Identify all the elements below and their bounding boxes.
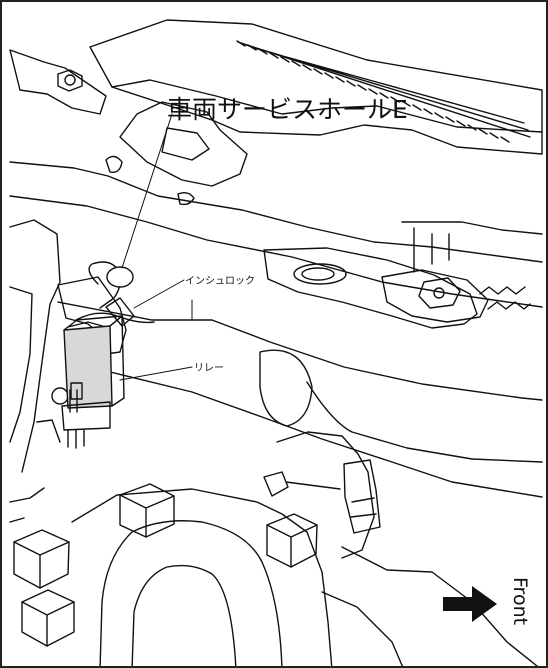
label-relay: リレー — [194, 363, 224, 374]
relay-terminal — [70, 382, 83, 400]
strut-hole-inner — [301, 267, 335, 281]
upper-cross-member-lower — [9, 195, 543, 308]
service-hole-marker — [106, 266, 134, 288]
center-round-part — [259, 349, 313, 427]
right-upper-panel — [401, 221, 543, 273]
subframe-hole — [131, 564, 237, 666]
insulock-tie-body — [105, 297, 135, 327]
strut-tower-outline — [263, 247, 478, 329]
label-service-hole: 車両サービスホールE — [167, 95, 408, 124]
relay-bracket — [57, 276, 127, 355]
bolt-right — [263, 471, 289, 497]
long-body-panel — [57, 301, 543, 401]
clip-right-inner — [350, 497, 377, 518]
leader-insulock — [133, 279, 185, 309]
leader-service-hole — [121, 113, 173, 269]
relay-side — [109, 315, 125, 407]
bracket-right-vertical — [276, 431, 375, 559]
wiper-grille — [237, 41, 531, 138]
strut-nut — [418, 277, 461, 309]
subframe-outer — [71, 488, 333, 666]
left-bracket-detail — [9, 419, 61, 523]
leader-relay — [119, 366, 193, 381]
right-lower-arm — [341, 546, 539, 666]
bolt-head-4 — [21, 589, 75, 647]
label-insulock: インシュロック — [185, 276, 255, 287]
hinge-slot — [105, 155, 123, 173]
harness-line-2 — [67, 321, 107, 328]
hinge-inner — [161, 127, 210, 161]
upper-cross-member — [9, 161, 543, 263]
hood-hinge-left — [9, 49, 107, 115]
right-lower-arm-lower — [321, 591, 404, 666]
bolt-head-2 — [266, 513, 318, 568]
bolt-head-3 — [13, 529, 70, 589]
strut-teeth — [479, 286, 531, 310]
hinge-hole — [177, 191, 195, 206]
front-arrow-icon — [443, 586, 497, 622]
subframe-inner — [99, 520, 283, 666]
bolt-head-1 — [119, 483, 175, 538]
cowl-panel — [89, 19, 543, 155]
hinge-bracket — [119, 101, 248, 187]
strut-bolt-base — [381, 269, 489, 323]
bolt-shaft — [285, 481, 341, 490]
clip-right — [343, 459, 381, 534]
left-fender-line — [9, 286, 33, 443]
strut-hole — [293, 263, 347, 285]
grille-hatching — [236, 40, 510, 143]
relay-socket — [61, 401, 111, 431]
relay-bracket-left — [9, 219, 61, 473]
label-front: Front — [509, 577, 531, 626]
left-top-bolt — [57, 69, 83, 92]
cowl-edge-line — [111, 79, 543, 133]
relay-pins — [67, 389, 85, 449]
long-body-panel-lower — [101, 369, 543, 498]
firewall-line — [306, 381, 543, 463]
